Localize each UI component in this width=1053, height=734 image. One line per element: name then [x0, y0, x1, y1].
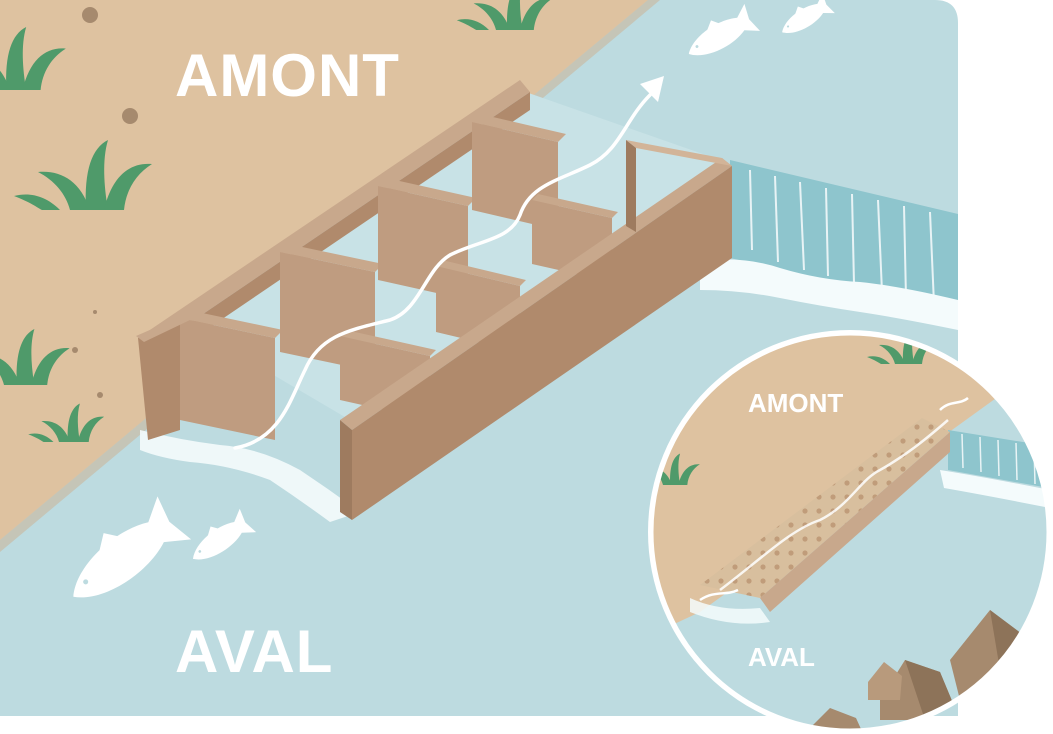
- arrow-up-icon: [640, 76, 664, 102]
- inset-upstream-label: AMONT: [748, 388, 843, 418]
- fish-path-line: [233, 93, 652, 450]
- inset-downstream-label: AVAL: [748, 642, 815, 672]
- downstream-label: AVAL: [175, 618, 333, 685]
- ramp-structure: [699, 396, 969, 612]
- upstream-label: AMONT: [175, 42, 400, 109]
- weir-face: [730, 160, 958, 310]
- rock-icon: [808, 708, 866, 730]
- inset-detail: AMONT AVAL: [648, 330, 1052, 734]
- rock-icon: [868, 662, 902, 700]
